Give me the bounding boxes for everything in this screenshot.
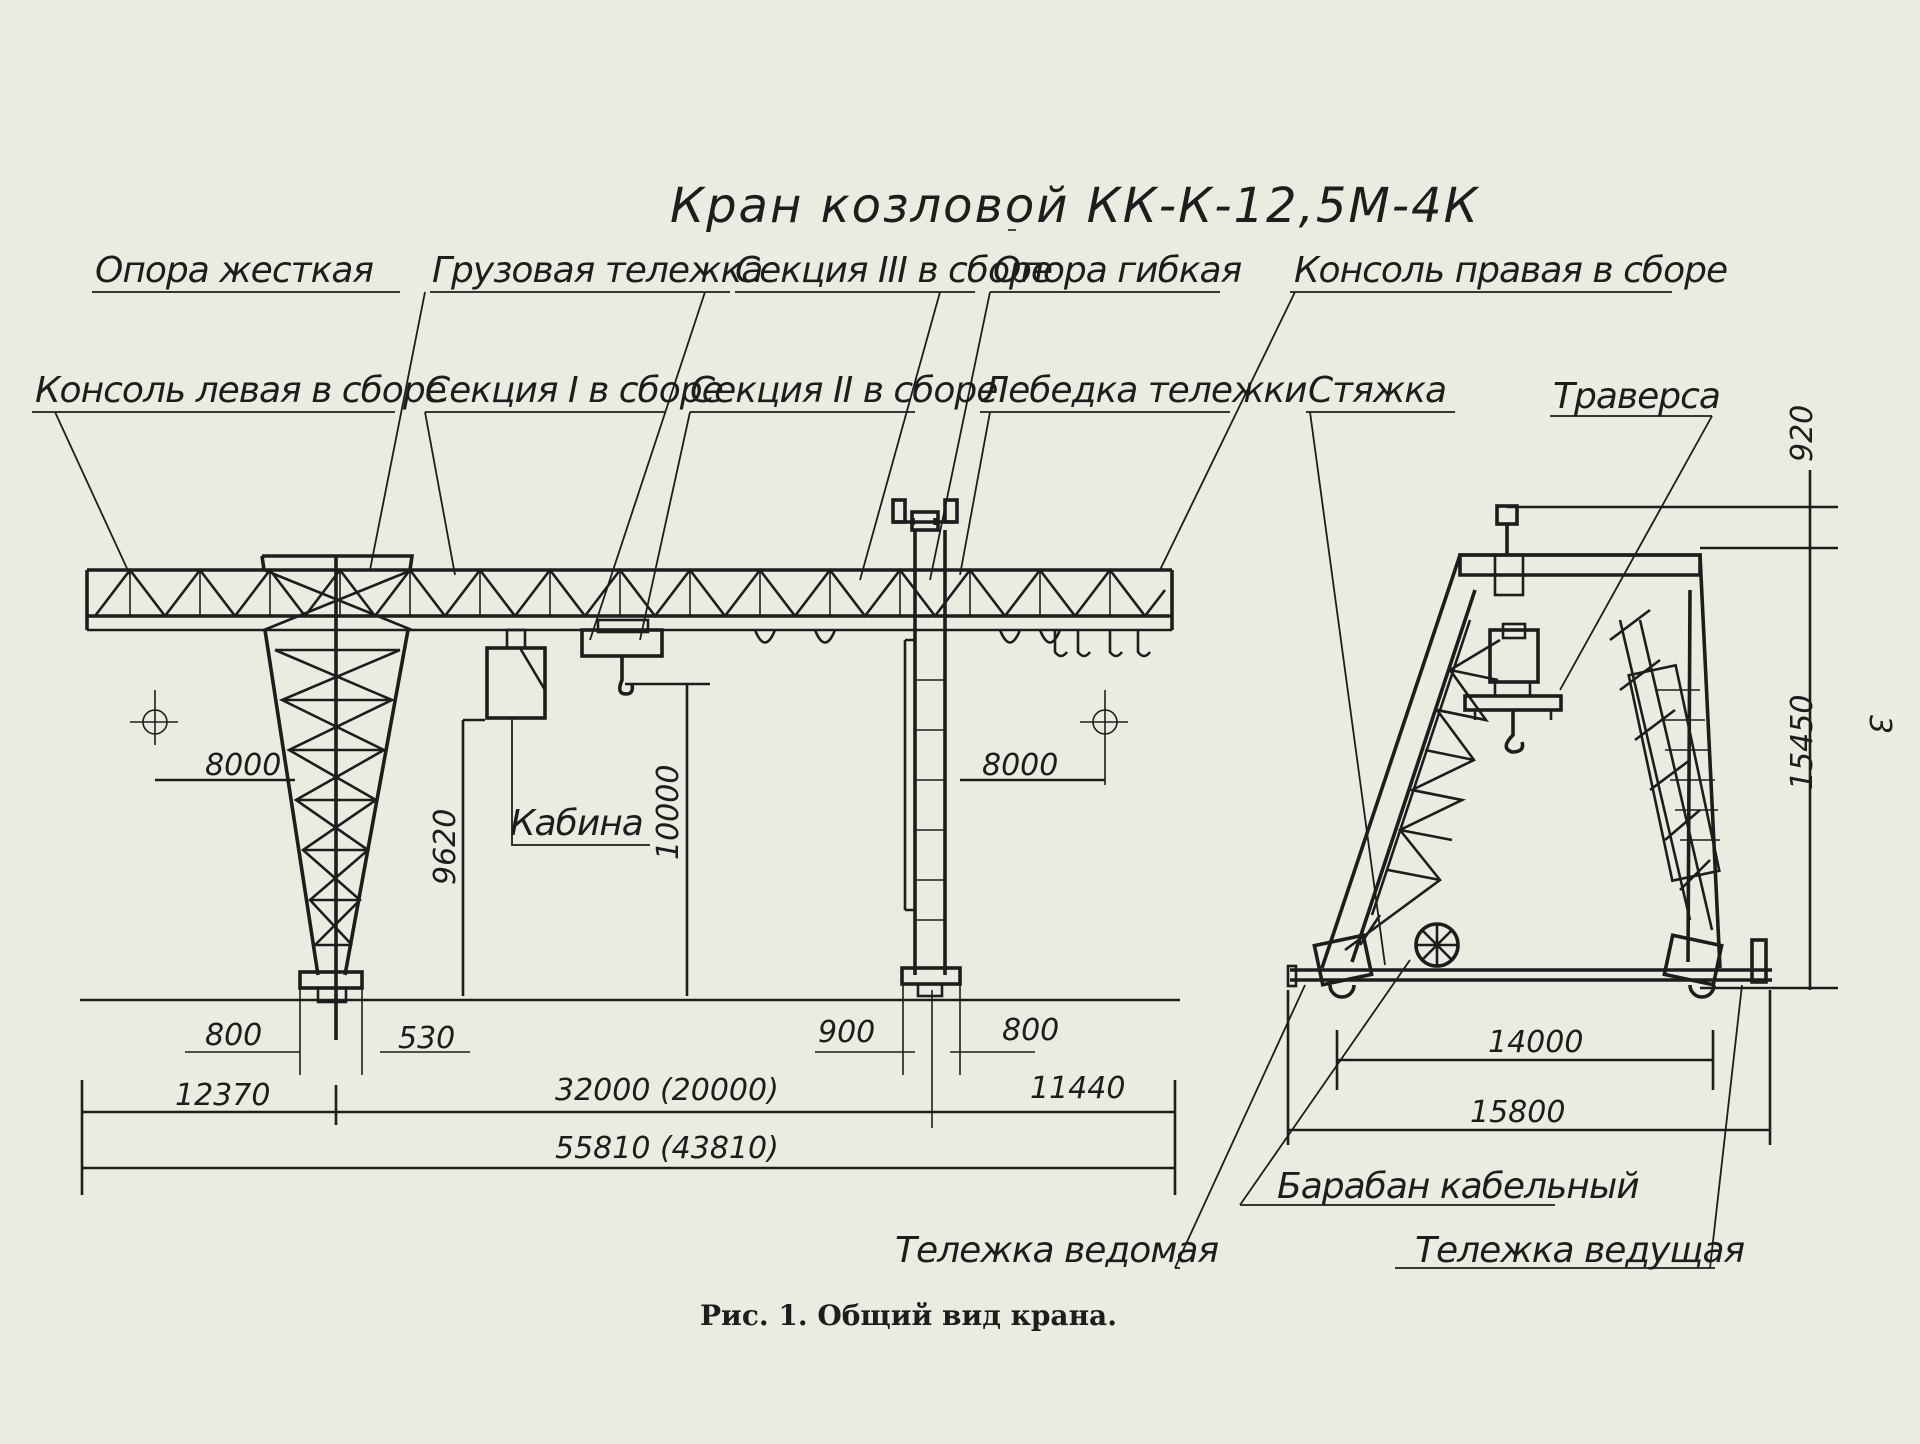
label-sekciya-3: Секция III в сборе (735, 250, 1052, 291)
dim-10000: 10000 (651, 765, 686, 860)
dim-15450: 15450 (1785, 695, 1820, 790)
label-konsol-pravaya: Консоль правая в сборе (1294, 250, 1727, 291)
dim-800-right: 800 (1002, 1013, 1059, 1048)
dim-8000-right: 8000 (982, 748, 1058, 783)
label-styazhka: Стяжка (1308, 370, 1446, 411)
label-telezhka-vedushchaya: Тележка ведущая (1415, 1230, 1745, 1271)
label-opora-zhestkaya: Опора жесткая (95, 250, 373, 291)
dim-12370: 12370 (175, 1078, 270, 1113)
label-sekciya-1: Секция I в сборе (425, 370, 723, 411)
dim-900: 900 (818, 1015, 875, 1050)
label-traversa: Траверса (1553, 376, 1720, 417)
rigid-leg (260, 554, 415, 1040)
drawing-title: Кран козловой КК-К-12,5М-4К (670, 178, 1480, 234)
dim-800-left: 800 (205, 1018, 262, 1053)
figure-caption: Рис. 1. Общий вид крана. (700, 1299, 1117, 1332)
dim-8000-left: 8000 (205, 748, 281, 783)
page-number: 3 (1862, 715, 1897, 734)
label-konsol-levaya: Консоль левая в сборе (35, 370, 446, 411)
dim-14000: 14000 (1488, 1025, 1583, 1060)
dim-32000: 32000 (20000) (555, 1073, 779, 1108)
side-view-dimensions (1174, 411, 1838, 1269)
label-lebedka: Лебедка тележки (980, 370, 1307, 411)
label-gruzovaya-telezhka: Грузовая тележка (432, 250, 762, 291)
front-dimensions (80, 682, 1180, 1195)
leader-lines-front (54, 291, 1296, 641)
label-sekciya-2: Секция II в сборе (690, 370, 997, 411)
dim-15800: 15800 (1470, 1095, 1565, 1130)
flexible-leg (891, 498, 962, 998)
label-opora-gibkaya: Опора гибкая (993, 250, 1242, 291)
side-view-frame (1286, 504, 1772, 999)
dim-920: 920 (1785, 405, 1820, 462)
label-telezhka-vedomaya: Тележка ведомая (895, 1230, 1218, 1271)
label-baraban: Барабан кабельный (1277, 1166, 1639, 1207)
cabin-and-trolley (485, 618, 1152, 720)
dim-9620: 9620 (428, 809, 463, 885)
dim-55810: 55810 (43810) (555, 1131, 779, 1166)
dim-530: 530 (398, 1021, 455, 1056)
dim-11440: 11440 (1030, 1071, 1125, 1106)
label-kabina: Кабина (510, 803, 643, 844)
